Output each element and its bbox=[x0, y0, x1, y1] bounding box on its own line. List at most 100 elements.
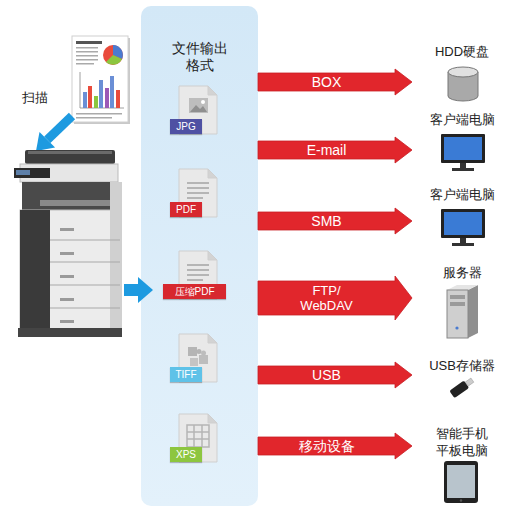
multifunction-printer bbox=[60, 298, 74, 301]
scanned-document bbox=[76, 63, 94, 65]
red-arrow bbox=[258, 276, 412, 320]
file-page-icon bbox=[187, 269, 209, 271]
multifunction-printer bbox=[22, 182, 116, 210]
file-page-icon bbox=[187, 187, 209, 189]
usb-stick-icon bbox=[449, 380, 469, 398]
edge-label: E-mail bbox=[272, 141, 382, 159]
monitor-icon bbox=[441, 134, 485, 171]
output-arrow bbox=[124, 284, 139, 296]
format-tag: 压缩PDF bbox=[163, 284, 226, 299]
edge-label: SMB bbox=[272, 212, 382, 230]
multifunction-printer bbox=[28, 151, 112, 154]
multifunction-printer bbox=[20, 164, 118, 182]
file-page-icon bbox=[208, 86, 217, 95]
scanned-document bbox=[110, 76, 114, 108]
monitor-icon bbox=[452, 243, 474, 246]
scanned-document bbox=[76, 47, 98, 49]
multifunction-printer bbox=[14, 150, 122, 337]
monitor-icon bbox=[460, 163, 466, 168]
monitor-icon bbox=[441, 209, 485, 238]
format-panel: 文件输出 格式JPGPDF压缩PDFTIFFXPS bbox=[141, 6, 258, 506]
file-page-icon bbox=[187, 274, 209, 276]
file-page-icon bbox=[187, 425, 209, 447]
device-node: 客户端电脑 bbox=[412, 187, 512, 249]
scanned-document bbox=[88, 86, 92, 108]
scanned-document bbox=[113, 45, 123, 59]
scanned-document bbox=[94, 96, 98, 108]
scanned-document bbox=[80, 108, 124, 109]
output-arrow bbox=[138, 277, 153, 303]
scanned-document bbox=[103, 45, 123, 65]
scanned-document bbox=[76, 117, 112, 119]
device-node: HDD硬盘 bbox=[412, 44, 512, 104]
device-node: USB存储器 bbox=[412, 358, 512, 400]
file-page-icon bbox=[208, 334, 217, 343]
file-page-icon bbox=[189, 98, 208, 113]
monitor-icon bbox=[444, 212, 482, 235]
scanned-document bbox=[83, 92, 87, 108]
format-tag: TIFF bbox=[170, 367, 202, 382]
file-icon: 压缩PDF bbox=[178, 250, 218, 300]
edge-label: FTP/ WebDAV bbox=[295, 281, 359, 315]
file-page-icon bbox=[208, 169, 217, 178]
file-page-icon bbox=[187, 197, 203, 199]
file-page-icon bbox=[188, 347, 197, 356]
multifunction-printer bbox=[25, 150, 115, 164]
multifunction-printer bbox=[110, 182, 122, 330]
multifunction-printer bbox=[14, 168, 50, 178]
file-page-icon bbox=[187, 192, 209, 194]
scanned-document bbox=[76, 59, 98, 61]
file-page-icon bbox=[193, 425, 195, 447]
device-name: USB存储器 bbox=[412, 358, 512, 374]
edge-label: USB bbox=[272, 366, 382, 384]
server-icon bbox=[447, 285, 478, 290]
server-icon bbox=[455, 326, 458, 329]
monitor-icon bbox=[441, 209, 485, 246]
edge-label: BOX bbox=[272, 73, 382, 91]
multifunction-printer bbox=[50, 285, 120, 286]
file-page-icon bbox=[187, 279, 203, 281]
tablet-icon bbox=[460, 499, 462, 501]
device-name: 客户端电脑 bbox=[412, 187, 512, 203]
device-name: 客户端电脑 bbox=[412, 112, 512, 128]
edge-label: 移动设备 bbox=[272, 437, 382, 455]
file-page-icon bbox=[208, 414, 217, 423]
format-tag: XPS bbox=[170, 447, 202, 462]
hdd-icon bbox=[448, 67, 478, 101]
multifunction-printer bbox=[60, 228, 74, 231]
file-page-icon bbox=[190, 358, 198, 366]
tablet-icon bbox=[444, 461, 478, 503]
multifunction-printer bbox=[50, 308, 120, 309]
file-icon: PDF bbox=[178, 168, 218, 218]
file-page-icon bbox=[199, 355, 208, 364]
device-name: 服务器 bbox=[412, 265, 512, 281]
tablet-icon bbox=[444, 461, 478, 503]
scanned-document bbox=[72, 36, 128, 122]
file-page-icon bbox=[187, 264, 209, 266]
device-name: HDD硬盘 bbox=[412, 44, 512, 60]
server-icon bbox=[447, 290, 468, 338]
multifunction-printer bbox=[50, 262, 120, 263]
hdd-icon bbox=[448, 72, 478, 101]
monitor-icon bbox=[444, 137, 482, 160]
scanned-document bbox=[76, 55, 98, 57]
scanned-document bbox=[80, 72, 81, 108]
monitor-icon bbox=[452, 168, 474, 171]
file-page-icon bbox=[187, 438, 209, 440]
file-icon: JPG bbox=[178, 85, 218, 135]
scan-arrow bbox=[36, 116, 72, 151]
file-page-icon bbox=[187, 431, 209, 433]
file-page-icon bbox=[197, 349, 202, 354]
server-icon bbox=[450, 295, 465, 299]
scanned-document bbox=[76, 51, 98, 53]
hdd-icon bbox=[448, 67, 478, 77]
monitor-icon bbox=[460, 238, 466, 243]
server-icon bbox=[450, 302, 465, 306]
scanned-document bbox=[99, 80, 103, 108]
step-label: 扫描 bbox=[22, 89, 48, 107]
usb-stick-icon bbox=[449, 376, 475, 398]
